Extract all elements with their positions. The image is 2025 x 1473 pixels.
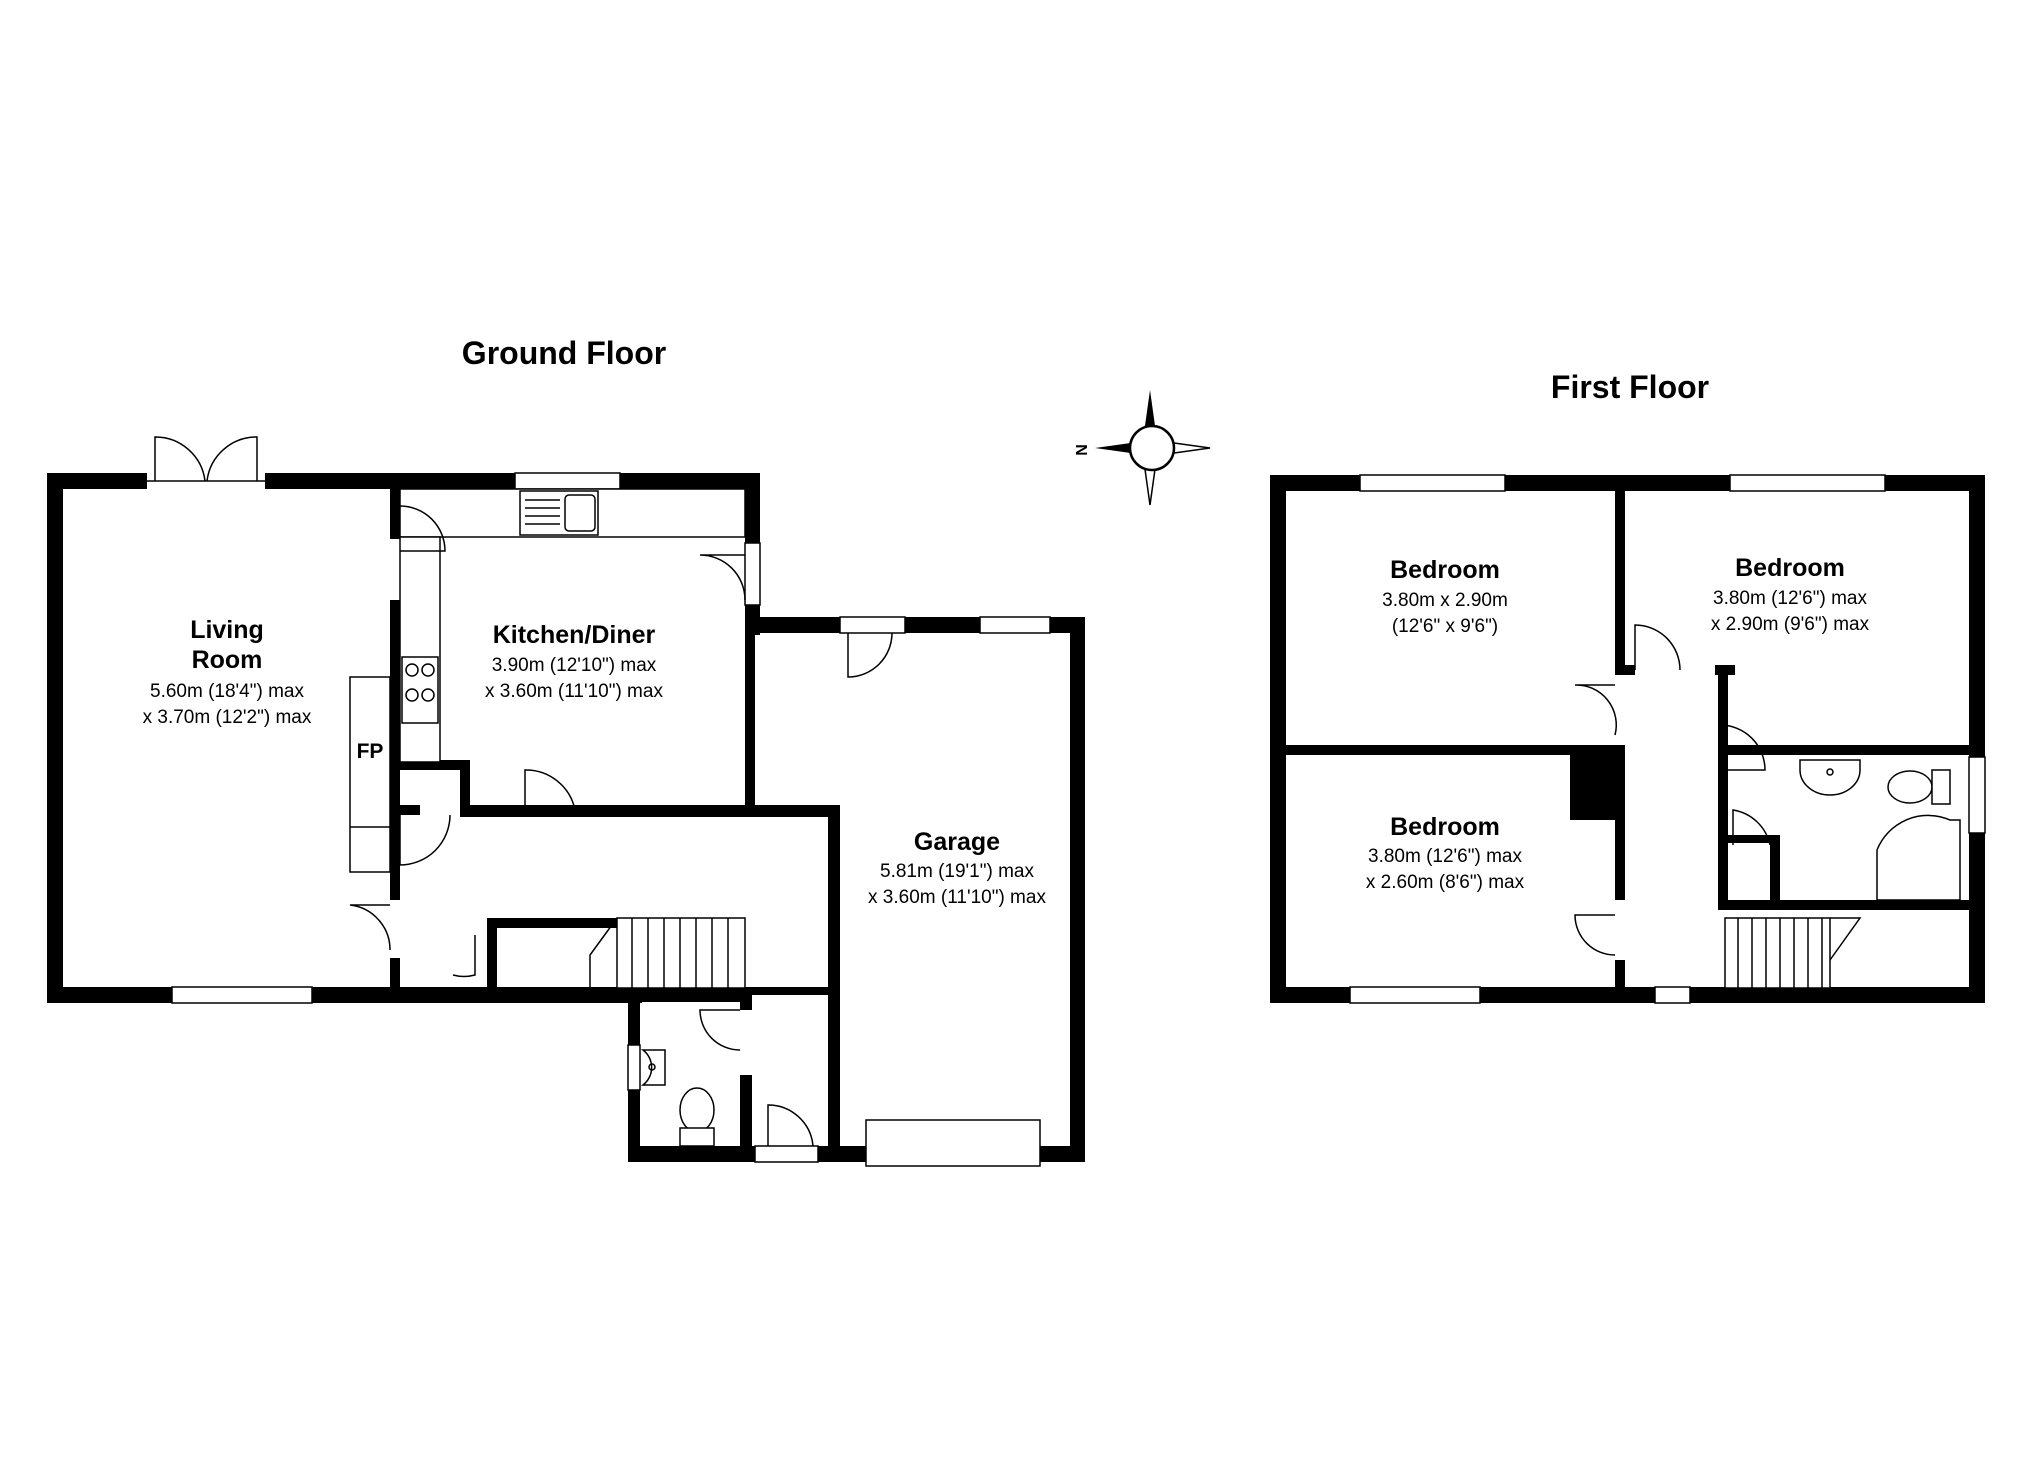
ground-floor-plan: Ground Floor bbox=[47, 335, 1085, 1167]
ground-floor-openings bbox=[147, 436, 1051, 1167]
living-room-name-line2: Room bbox=[192, 646, 263, 674]
bedroom-3-dim2: x 2.60m (8'6") max bbox=[1366, 872, 1525, 893]
living-room: Living Room 5.60m (18'4") max x 3.70m (1… bbox=[143, 616, 312, 728]
first-floor-walls bbox=[1270, 475, 1985, 1003]
first-floor-fixtures bbox=[1724, 759, 1961, 989]
living-room-name-line1: Living bbox=[190, 616, 264, 644]
kitchen-dim2: x 3.60m (11'10") max bbox=[485, 681, 663, 702]
kitchen-dim1: 3.90m (12'10") max bbox=[492, 655, 657, 676]
ground-floor-title: Ground Floor bbox=[462, 335, 666, 371]
bedroom-3: Bedroom 3.80m (12'6") max x 2.60m (8'6")… bbox=[1366, 813, 1525, 893]
living-room-dim1: 5.60m (18'4") max bbox=[150, 681, 304, 702]
bedroom-1-dim2: (12'6" x 9'6") bbox=[1392, 616, 1498, 637]
kitchen-name: Kitchen/Diner bbox=[493, 621, 656, 649]
compass-north-label: N bbox=[1074, 444, 1091, 456]
bedroom-2: Bedroom 3.80m (12'6") max x 2.90m (9'6")… bbox=[1711, 554, 1870, 635]
bedroom-1: Bedroom 3.80m x 2.90m (12'6" x 9'6") bbox=[1382, 556, 1508, 637]
compass: N bbox=[1074, 390, 1211, 506]
bedroom-1-dim1: 3.80m x 2.90m bbox=[1382, 590, 1508, 611]
garage-dim2: x 3.60m (11'10") max bbox=[868, 887, 1046, 908]
fireplace-label: FP bbox=[357, 740, 384, 763]
first-floor-title: First Floor bbox=[1551, 369, 1709, 405]
bedroom-3-dim1: 3.80m (12'6") max bbox=[1368, 846, 1522, 867]
ground-floor-fixtures bbox=[349, 488, 746, 1147]
garage-dim1: 5.81m (19'1") max bbox=[880, 861, 1034, 882]
first-floor-plan: First Floor bbox=[1270, 369, 1986, 1004]
ground-floor-walls bbox=[47, 473, 1085, 1162]
garage-name: Garage bbox=[914, 828, 1000, 856]
first-floor-openings bbox=[1349, 474, 1986, 1004]
bedroom-2-dim1: 3.80m (12'6") max bbox=[1713, 588, 1867, 609]
kitchen-diner: Kitchen/Diner 3.90m (12'10") max x 3.60m… bbox=[485, 621, 663, 702]
bedroom-2-dim2: x 2.90m (9'6") max bbox=[1711, 614, 1870, 635]
bedroom-2-name: Bedroom bbox=[1735, 554, 1845, 582]
living-room-dim2: x 3.70m (12'2") max bbox=[143, 707, 312, 728]
garage: Garage 5.81m (19'1") max x 3.60m (11'10"… bbox=[868, 828, 1046, 908]
bedroom-1-name: Bedroom bbox=[1390, 556, 1500, 584]
bedroom-3-name: Bedroom bbox=[1390, 813, 1500, 841]
